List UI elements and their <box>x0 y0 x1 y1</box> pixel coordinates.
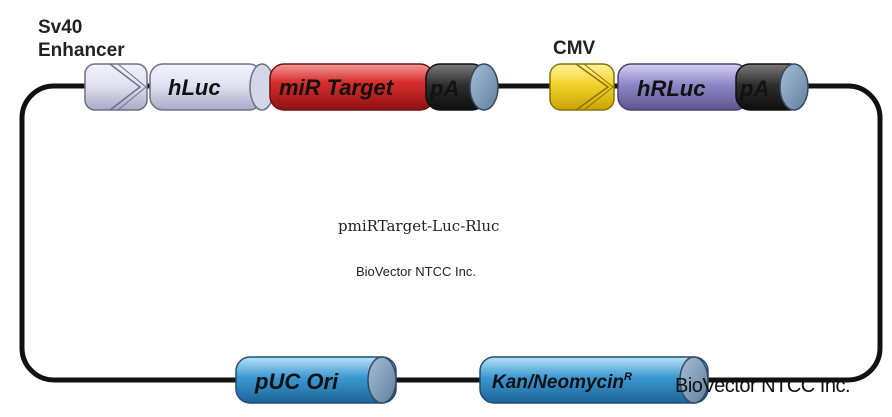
hluc-label: hLuc <box>168 75 221 100</box>
cmv-label: CMV <box>553 38 596 59</box>
plasmid-name: pmiRTarget-Luc-Rluc <box>338 217 499 235</box>
hrluc-segment: hRLuc <box>617 63 749 111</box>
puc-ori-label: pUC Ori <box>254 369 339 394</box>
hluc-segment: hLuc <box>149 63 275 111</box>
pa-label-2: pA <box>739 76 769 101</box>
company-name: BioVector NTCC Inc. <box>356 264 476 279</box>
watermark-text: BioVector NTCC Inc. <box>675 375 850 397</box>
puc-ori-segment: pUC Ori <box>235 356 397 404</box>
pa-segment-2: pA <box>735 63 809 111</box>
mir-target-label: miR Target <box>279 75 395 100</box>
pa-segment-1: pA <box>425 63 499 111</box>
enhancer-label: Enhancer <box>38 40 125 61</box>
sv40-enhancer-segment <box>84 63 148 111</box>
kan-neomycin-segment: Kan/NeomycinR <box>479 356 709 404</box>
cmv-promoter-segment <box>549 63 615 111</box>
mir-target-segment: miR Target <box>269 63 435 111</box>
hrluc-label: hRLuc <box>637 76 705 101</box>
pa-label-1: pA <box>429 76 459 101</box>
sv40-label: Sv40 <box>38 17 82 38</box>
kan-neomycin-label: Kan/NeomycinR <box>492 371 632 393</box>
